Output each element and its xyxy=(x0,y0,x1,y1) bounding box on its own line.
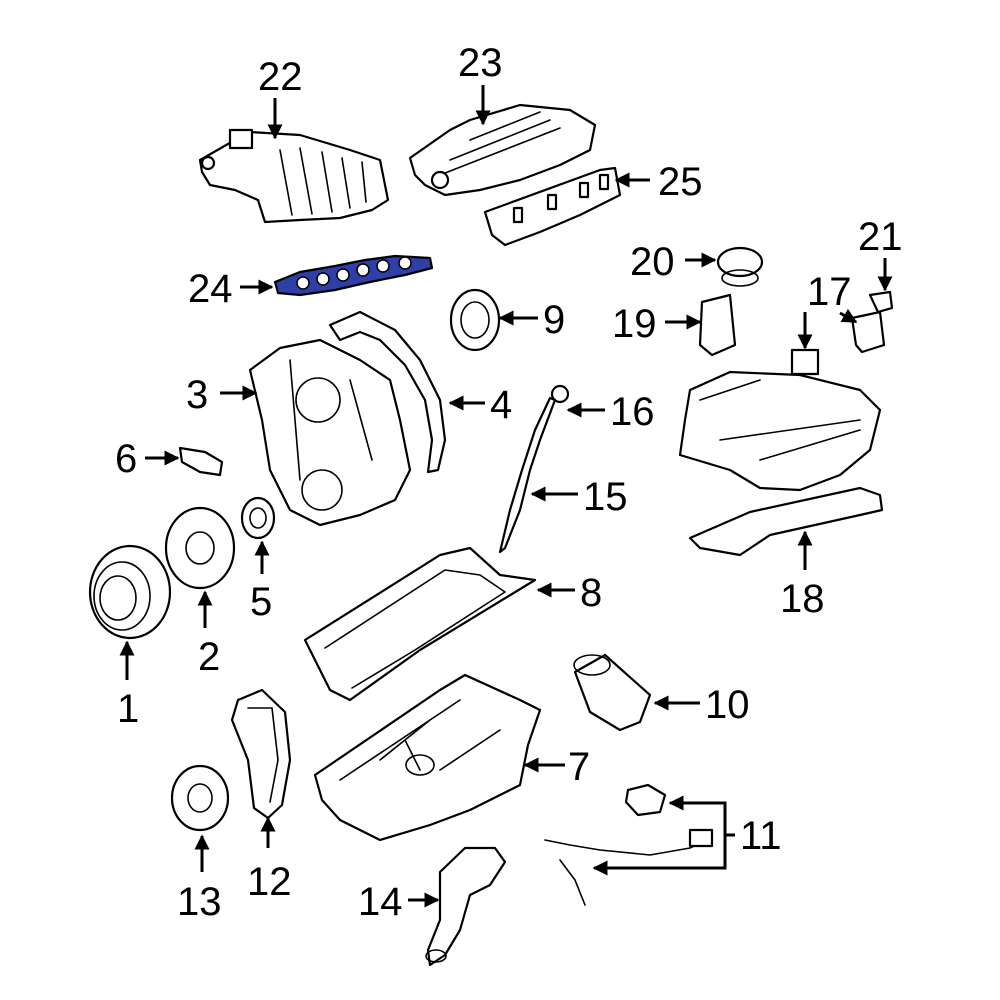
part-17-sensor[interactable] xyxy=(850,310,886,354)
part-20-oil-cap[interactable] xyxy=(716,246,764,287)
callout-20[interactable]: 20 xyxy=(630,240,675,284)
callout-24[interactable]: 24 xyxy=(188,267,233,311)
part-18-valve-cover-gasket[interactable] xyxy=(688,486,884,557)
part-2-sprocket[interactable] xyxy=(164,506,236,590)
callout-6[interactable]: 6 xyxy=(115,437,137,481)
part-1-pulley[interactable] xyxy=(88,544,172,640)
part-9-seal[interactable] xyxy=(449,288,501,352)
callout-22[interactable]: 22 xyxy=(258,55,303,99)
callout-17[interactable]: 17 xyxy=(807,270,852,314)
callout-25[interactable]: 25 xyxy=(658,160,703,204)
callout-16[interactable]: 16 xyxy=(610,390,655,434)
callout-5[interactable]: 5 xyxy=(250,580,272,624)
callout-13[interactable]: 13 xyxy=(177,880,222,924)
part-24-intake-gasket-highlighted[interactable] xyxy=(273,254,434,297)
part-23-intake-manifold-lower[interactable] xyxy=(408,103,597,197)
callout-21[interactable]: 21 xyxy=(858,215,903,259)
callout-14[interactable]: 14 xyxy=(358,880,403,924)
part-11-sensor-harness[interactable] xyxy=(544,783,714,906)
callout-labels: 1 2 3 4 5 6 7 8 9 10 11 12 13 14 15 16 1… xyxy=(115,41,903,924)
part-6-sensor[interactable] xyxy=(178,446,224,477)
callout-1[interactable]: 1 xyxy=(117,687,139,731)
part-7-oil-pan[interactable] xyxy=(313,673,542,842)
part-4-cover-gasket[interactable] xyxy=(328,310,447,474)
part-22-intake-manifold[interactable] xyxy=(198,128,390,224)
part-5-seal[interactable] xyxy=(240,496,276,540)
callout-10[interactable]: 10 xyxy=(705,683,750,727)
valve-cover[interactable] xyxy=(678,348,882,492)
highlighted-gasket-shape xyxy=(273,254,434,297)
part-3-timing-cover[interactable] xyxy=(248,338,412,527)
part-14-oil-pump[interactable] xyxy=(425,846,507,967)
callout-3[interactable]: 3 xyxy=(186,373,208,417)
callout-12[interactable]: 12 xyxy=(247,860,292,904)
part-19-tube[interactable] xyxy=(698,293,737,357)
callout-2[interactable]: 2 xyxy=(198,635,220,679)
callout-4[interactable]: 4 xyxy=(490,383,512,427)
callout-8[interactable]: 8 xyxy=(580,571,602,615)
part-15-16-dipstick[interactable] xyxy=(498,384,570,554)
callout-23[interactable]: 23 xyxy=(458,41,503,85)
leader-lines xyxy=(119,85,893,908)
callout-7[interactable]: 7 xyxy=(568,745,590,789)
callout-9[interactable]: 9 xyxy=(543,298,565,342)
part-8-pan-gasket[interactable] xyxy=(303,546,537,702)
part-12-timing-chain[interactable] xyxy=(230,688,292,820)
callout-18[interactable]: 18 xyxy=(780,577,825,621)
part-21-sensor[interactable] xyxy=(868,290,894,314)
callout-15[interactable]: 15 xyxy=(583,475,628,519)
part-25-gasket[interactable] xyxy=(483,166,622,247)
part-13-crank-sprocket[interactable] xyxy=(170,764,230,832)
callout-19[interactable]: 19 xyxy=(612,302,657,346)
callout-11[interactable]: 11 xyxy=(740,814,782,858)
part-10-oil-filter[interactable] xyxy=(573,653,652,732)
